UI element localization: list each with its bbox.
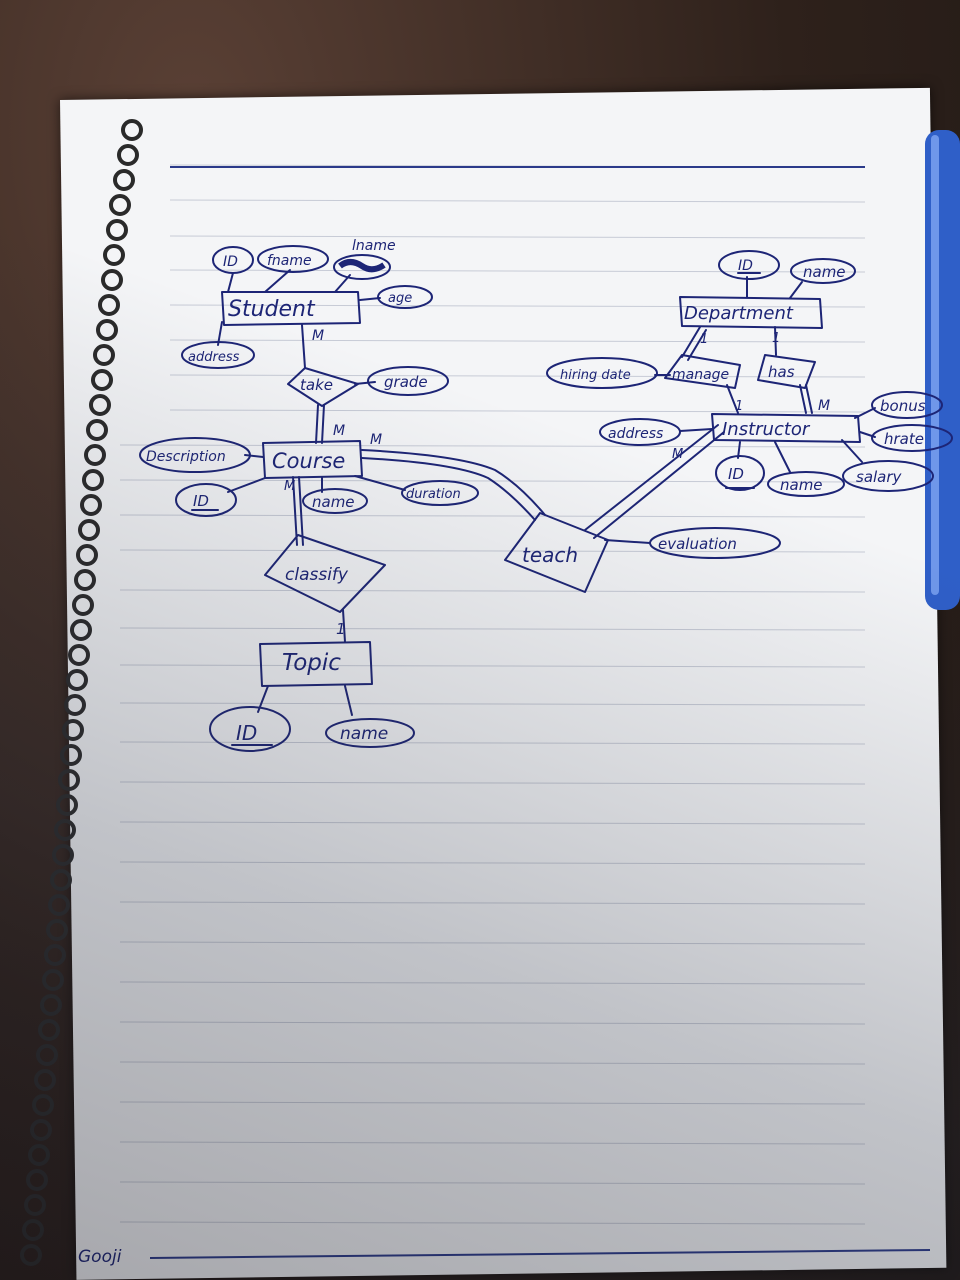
attribute-topic-name: name	[325, 718, 415, 748]
card-course-classify: M	[284, 479, 295, 494]
attribute-salary: salary	[842, 460, 934, 492]
relationship-teach-label: teach	[522, 543, 578, 567]
attribute-department-name-label: name	[803, 263, 846, 281]
entity-topic: Topic	[259, 641, 373, 687]
entity-topic-label: Topic	[282, 650, 341, 676]
entity-course: Course	[262, 440, 363, 479]
pen-object	[925, 130, 960, 610]
attribute-course-id: ID	[175, 483, 237, 517]
attribute-student-id: ID	[212, 246, 254, 274]
attribute-topic-name-label: name	[340, 724, 388, 744]
attribute-instructor-id-label: ID	[728, 465, 744, 483]
card-course-take: M	[333, 423, 345, 439]
attribute-hiring-date: hiring date	[546, 357, 658, 389]
attribute-student-lname-label: lname	[352, 238, 396, 254]
attribute-hrate: hrate	[871, 424, 953, 452]
entity-student: Student	[221, 291, 361, 326]
card-department-manage: 1	[700, 332, 708, 347]
entity-course-label: Course	[272, 449, 345, 473]
relationship-teach: teach	[504, 512, 609, 593]
attribute-course-duration: duration	[401, 480, 479, 506]
attribute-student-address-label: address	[188, 350, 240, 365]
relationship-take-label: take	[300, 376, 333, 394]
attribute-student-address: address	[181, 341, 255, 369]
ruled-lines	[119, 164, 931, 1259]
attribute-topic-id-label: ID	[236, 721, 257, 745]
relationship-has: has	[757, 354, 816, 389]
attribute-course-description: Description	[139, 437, 251, 473]
attribute-instructor-address-label: address	[608, 426, 663, 442]
card-course-teach: M	[370, 432, 382, 448]
relationship-take: take	[287, 367, 359, 407]
attribute-student-lname: lname	[333, 238, 396, 280]
card-topic-classify: 1	[336, 620, 346, 638]
attribute-instructor-id: ID	[715, 455, 765, 491]
attribute-hrate-label: hrate	[884, 430, 924, 448]
card-instructor-has: M	[818, 398, 830, 414]
card-department-has: 1	[772, 331, 780, 346]
attribute-salary-label: salary	[856, 468, 903, 486]
attribute-department-id: ID	[718, 250, 780, 280]
attribute-instructor-name-label: name	[780, 476, 823, 494]
attribute-evaluation-label: evaluation	[658, 535, 737, 553]
attribute-department-id-label: ID	[738, 258, 753, 274]
entity-instructor-label: Instructor	[722, 419, 811, 440]
relationship-has-label: has	[768, 363, 795, 381]
card-instructor-manage: 1	[735, 399, 743, 414]
attribute-bonus: bonus	[871, 391, 943, 419]
card-student-take: M	[312, 328, 324, 344]
entity-student-label: Student	[228, 297, 316, 322]
entity-instructor: Instructor	[711, 413, 861, 443]
attribute-course-name-label: name	[312, 493, 355, 511]
attribute-course-name: name	[302, 488, 368, 514]
attribute-course-description-label: Description	[146, 449, 226, 465]
relationship-classify-label: classify	[285, 565, 349, 585]
attribute-bonus-label: bonus	[880, 397, 926, 415]
relationship-manage-label: manage	[672, 367, 729, 383]
attribute-student-id-label: ID	[223, 254, 238, 270]
attribute-instructor-address: address	[599, 418, 681, 446]
attribute-student-age: age	[377, 285, 433, 309]
attribute-grade-label: grade	[384, 373, 428, 391]
card-instructor-teach: M	[672, 447, 683, 462]
attribute-student-fname-label: fname	[267, 253, 312, 269]
entity-department-label: Department	[684, 303, 794, 324]
relationship-classify: classify	[264, 534, 386, 613]
attribute-course-id-label: ID	[193, 492, 209, 510]
attribute-instructor-name: name	[767, 471, 845, 497]
attribute-student-age-label: age	[388, 291, 412, 306]
attribute-course-duration-label: duration	[406, 487, 461, 502]
attribute-department-name: name	[790, 258, 856, 284]
attribute-hiring-date-label: hiring date	[560, 368, 631, 383]
attribute-grade: grade	[367, 366, 449, 396]
spiral-binding	[20, 119, 143, 1266]
relationship-manage: manage	[664, 354, 741, 389]
attribute-student-fname: fname	[257, 245, 329, 273]
cardinality-marks: M M M M 1 M M 1 1 1	[284, 328, 830, 638]
attribute-topic-id: ID	[209, 706, 291, 752]
footer-signature: Gooji	[78, 1247, 122, 1267]
attribute-evaluation: evaluation	[649, 527, 781, 559]
entity-department: Department	[679, 296, 823, 329]
